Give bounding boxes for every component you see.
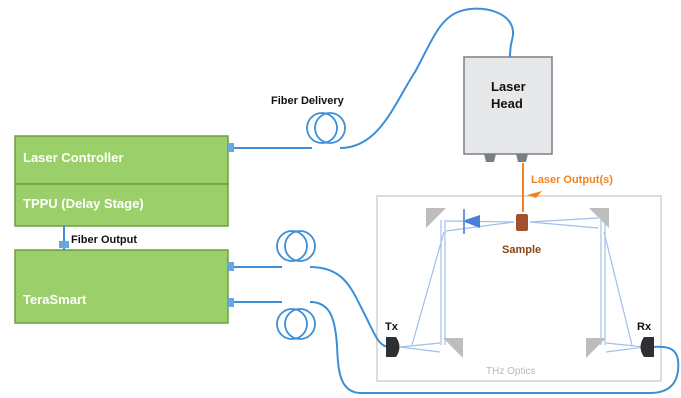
fiber-connector-icon [228, 262, 234, 271]
fiber-delivery-cable [234, 7, 515, 149]
tppu-label: TPPU (Delay Stage) [23, 196, 144, 211]
fiber-output-label: Fiber Output [71, 234, 137, 246]
laser-output-label: Laser Output(s) [531, 174, 613, 186]
antenna-icon [640, 337, 654, 357]
rx-fiber-cable [234, 301, 680, 394]
laser-head-port [516, 154, 528, 162]
terasmart-box [14, 249, 229, 324]
fiber-coil-icon [306, 112, 346, 144]
laser-head-label-line2: Head [491, 96, 523, 111]
tx-label: Tx [385, 321, 399, 333]
terasmart-label: TeraSmart [23, 292, 87, 307]
fiber-delivery-label: Fiber Delivery [271, 95, 345, 107]
thz-beam-paths [399, 217, 645, 353]
tx-fiber-cable [234, 266, 389, 348]
laser-head-port [484, 154, 496, 162]
rx-label: Rx [637, 321, 652, 333]
mirror-icon [426, 208, 446, 228]
lens-icon [462, 215, 480, 228]
mirror-icon [586, 338, 606, 358]
thz-optics-label: THz Optics [486, 366, 535, 377]
antenna-icon [386, 337, 400, 357]
laser-controller-label: Laser Controller [23, 150, 123, 165]
mirror-icon [589, 208, 609, 228]
laser-controller-box [14, 135, 229, 185]
fiber-connector-icon [228, 298, 234, 307]
fiber-connector-icon [59, 241, 69, 248]
fiber-connector-icon [228, 143, 234, 152]
fiber-coil-icon [276, 230, 316, 262]
laser-head-box [463, 56, 553, 155]
tppu-box [14, 183, 229, 227]
mirror-icon [443, 338, 463, 358]
sample-label: Sample [502, 244, 541, 256]
laser-head-label-line1: Laser [491, 79, 526, 94]
laser-output-arrow-icon [527, 191, 542, 198]
sample-icon [516, 214, 528, 231]
fiber-coil-icon [276, 308, 316, 340]
